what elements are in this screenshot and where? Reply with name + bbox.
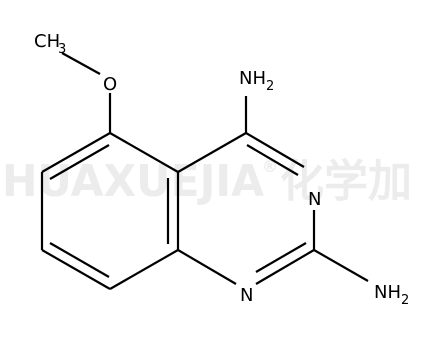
amine-top-nitrogen-label: NH [239, 68, 266, 89]
watermark-latin: HUAXUEJIA [2, 156, 264, 207]
watermark: HUAXUEJIA ® 化学加 [2, 156, 412, 207]
amine-bottom-nitrogen-label: NH [374, 282, 401, 303]
bond-c4-n3 [245, 132, 305, 168]
amine-top-subscript: 2 [266, 79, 274, 94]
bond-c5-c6-inner [49, 144, 110, 180]
bond-c2-n1 [255, 249, 315, 285]
bond-c7-c8-inner [49, 242, 110, 278]
amine-bottom-label: NH 2 [374, 282, 409, 308]
watermark-cjk: 化学加 [280, 156, 412, 207]
bond-c2-amine-bottom [313, 249, 369, 282]
ring-nitrogen-upper-label: N [308, 189, 321, 210]
ring-nitrogen-lower-label: N [240, 285, 253, 306]
amine-bottom-subscript: 2 [401, 293, 409, 308]
bond-c5-c6 [41, 132, 111, 173]
bond-c2-n1-inner [255, 242, 307, 273]
bond-c8-c8a [109, 249, 179, 290]
bond-n1-c8a [177, 249, 237, 285]
bonds [40, 52, 369, 290]
methyl-group-label: CH 3 [34, 31, 66, 57]
methoxy-oxygen-label: O [103, 74, 117, 95]
bond-c4a-c5 [109, 132, 179, 173]
amine-top-label: NH 2 [239, 68, 274, 94]
methyl-carbon-label: CH [34, 31, 60, 52]
bond-c7-c8 [41, 249, 111, 290]
methyl-subscript: 3 [58, 42, 66, 57]
bond-methyl-oxygen [61, 52, 101, 75]
atom-labels: CH 3 O NH 2 N N NH 2 [34, 31, 409, 308]
watermark-registered-mark: ® [262, 157, 278, 176]
bond-c4a-c4 [177, 132, 247, 173]
bond-c4-n3-inner [246, 144, 299, 176]
